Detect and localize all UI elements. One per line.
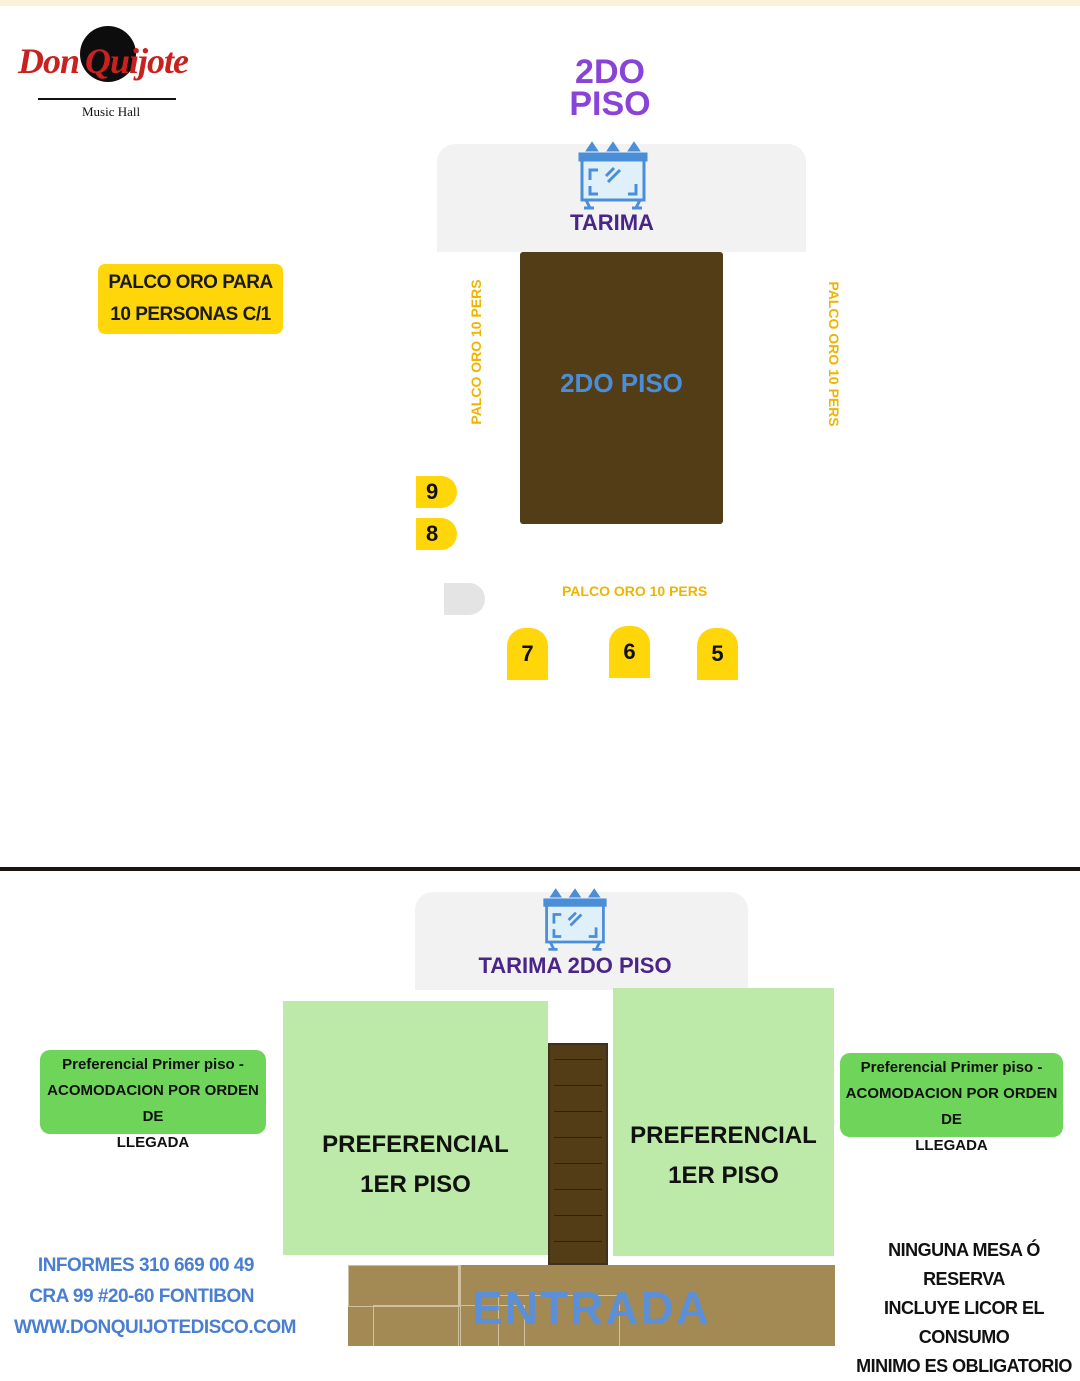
contact-info: INFORMES 310 669 00 49 CRA 99 #20-60 FON… bbox=[14, 1250, 296, 1343]
info-phone: INFORMES 310 669 00 49 bbox=[37, 1255, 255, 1276]
logo-text-don: Don bbox=[18, 41, 80, 81]
tag-left-line1: Preferencial Primer piso - bbox=[62, 1056, 244, 1073]
palco-label-bottom: PALCO ORO 10 PERS bbox=[562, 583, 708, 599]
stage-lights-icon bbox=[578, 141, 648, 210]
gold-box-line2: 10 PERSONAS C/1 bbox=[110, 304, 271, 325]
stage-lights-icon bbox=[543, 888, 607, 951]
preferential-right-line2: 1ER PISO bbox=[668, 1162, 779, 1189]
palco-label-right: PALCO ORO 10 PERS bbox=[826, 281, 842, 427]
info-address: CRA 99 #20-60 FONTIBON bbox=[29, 1286, 254, 1307]
booth-6[interactable]: 6 bbox=[609, 626, 650, 678]
floor-title-line1: 2DO bbox=[575, 53, 645, 91]
logo-subtitle: Music Hall bbox=[82, 104, 141, 119]
floor-title: 2DO PISO bbox=[540, 53, 680, 123]
preferential-right-line1: PREFERENCIAL bbox=[630, 1122, 817, 1149]
logo-mark bbox=[80, 26, 136, 82]
preferential-area-left[interactable]: PREFERENCIAL 1ER PISO bbox=[283, 1001, 548, 1255]
info-website[interactable]: WWW.DONQUIJOTEDISCO.COM bbox=[14, 1317, 296, 1338]
booth-9[interactable]: 9 bbox=[416, 476, 457, 508]
booth-7[interactable]: 7 bbox=[507, 628, 548, 680]
booth-8[interactable]: 8 bbox=[416, 518, 457, 550]
preferential-tag-left: Preferencial Primer piso - ACOMODACION P… bbox=[40, 1050, 266, 1151]
logo-text-quijote: Quijote bbox=[85, 41, 189, 81]
stage-label: TARIMA bbox=[570, 210, 654, 235]
gold-box-line1: PALCO ORO PARA bbox=[108, 272, 273, 293]
dancefloor-label: 2DO PISO bbox=[560, 368, 683, 398]
palco-label-left: PALCO ORO 10 PERS bbox=[468, 279, 484, 425]
preferential-area-right[interactable]: PREFERENCIAL 1ER PISO bbox=[613, 988, 834, 1256]
tag-right-line1: Preferencial Primer piso - bbox=[860, 1059, 1043, 1076]
tag-right-line2: ACOMODACION POR ORDEN DE bbox=[845, 1085, 1058, 1128]
booth-5[interactable]: 5 bbox=[697, 628, 738, 680]
logo-underline bbox=[38, 98, 176, 100]
top-border bbox=[0, 0, 1080, 6]
booth-unavailable bbox=[444, 583, 485, 615]
preferential-left-line2: 1ER PISO bbox=[360, 1171, 471, 1198]
preferential-left-line1: PREFERENCIAL bbox=[322, 1131, 509, 1158]
preferential-tag-right: Preferencial Primer piso - ACOMODACION P… bbox=[840, 1053, 1063, 1154]
staircase bbox=[548, 1043, 608, 1265]
floor-divider bbox=[0, 867, 1080, 871]
tag-right-line3: LLEGADA bbox=[915, 1137, 988, 1154]
notice-line1: NINGUNA MESA Ó RESERVA bbox=[888, 1240, 1040, 1289]
notice-line2: INCLUYE LICOR EL CONSUMO bbox=[883, 1298, 1045, 1347]
entrance[interactable]: ENTRADA bbox=[348, 1265, 835, 1346]
tag-left-line2: ACOMODACION POR ORDEN DE bbox=[47, 1082, 259, 1125]
dancefloor-second-floor: 2DO PISO bbox=[520, 252, 723, 524]
stage-first-floor-label: TARIMA 2DO PISO bbox=[478, 953, 672, 978]
gold-box-info: PALCO ORO PARA 10 PERSONAS C/1 bbox=[98, 264, 283, 334]
floor-title-line2: PISO bbox=[569, 85, 651, 123]
notice-line3: MINIMO ES OBLIGATORIO bbox=[856, 1356, 1072, 1376]
tag-left-line3: LLEGADA bbox=[116, 1134, 190, 1151]
entrance-label: ENTRADA bbox=[472, 1282, 711, 1334]
notice: NINGUNA MESA Ó RESERVA INCLUYE LICOR EL … bbox=[850, 1236, 1078, 1381]
